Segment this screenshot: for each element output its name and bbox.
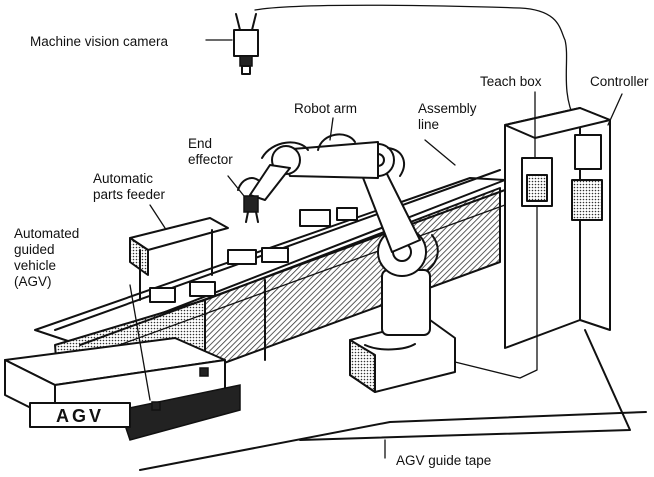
assembly-line-label-2: line — [418, 117, 439, 132]
end-effector-label-1: End — [188, 136, 212, 151]
parts-feeder-label-1: Automatic — [93, 171, 153, 186]
guide-tape-label: AGV guide tape — [396, 453, 491, 468]
automatic-parts-feeder — [129, 217, 229, 301]
controller-label: Controller — [590, 74, 649, 89]
agv-label-4: (AGV) — [14, 274, 52, 289]
agv-vehicle — [4, 337, 241, 441]
agv-label-3: vehicle — [14, 258, 56, 273]
agv-side-text: AGV — [56, 406, 104, 426]
camera-cable — [254, 4, 576, 121]
robot-arm-label: Robot arm — [294, 101, 357, 116]
agv-guide-tape — [139, 329, 647, 471]
robot-arm — [243, 141, 456, 393]
rotation-arrows — [237, 133, 439, 351]
parts-feeder-label-2: parts feeder — [93, 187, 166, 202]
teach-box — [454, 157, 553, 379]
leader-lines — [129, 39, 623, 459]
machine-vision-camera — [233, 13, 259, 75]
agv-label-1: Automated — [14, 226, 79, 241]
end-effector-label-2: effector — [188, 152, 233, 167]
camera-label: Machine vision camera — [30, 34, 169, 49]
controller-cabinet — [504, 107, 611, 349]
conveyor-parts — [149, 207, 358, 303]
assembly-line-label-1: Assembly — [418, 101, 477, 116]
agv-label-2: guided — [14, 242, 55, 257]
teach-box-label: Teach box — [480, 74, 542, 89]
